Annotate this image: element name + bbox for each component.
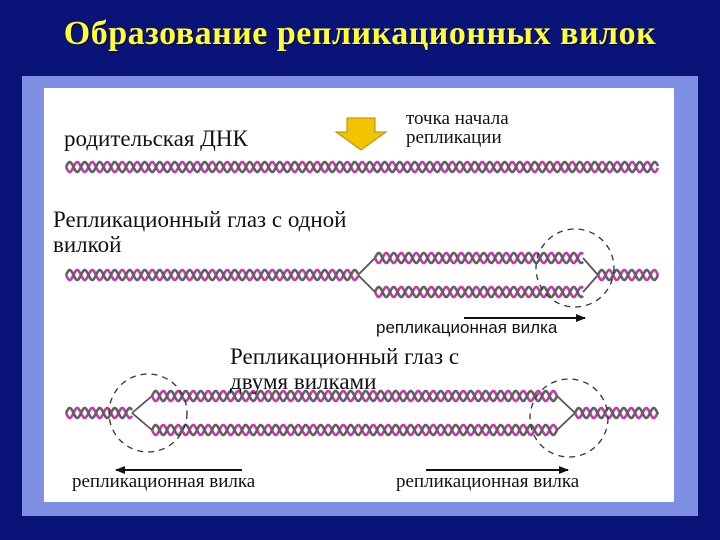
eye1-branch-bottom-left [357, 274, 376, 293]
eye2-branch-top-right [556, 395, 576, 414]
label-fork-left: репликационная вилка [72, 471, 256, 492]
parental-helix-strand-a [64, 160, 660, 174]
eye1-right-helix-strand-b [596, 268, 660, 282]
eye2-branch-top-left [131, 395, 153, 414]
label-fork-single: репликационная вилка [376, 318, 558, 337]
parental-helix-strand-b [64, 160, 660, 174]
eye2-bottom-helix-strand-b [150, 423, 559, 437]
eye1-left-helix-strand-a [64, 268, 360, 282]
label-eye-two-forks: Репликационный глаз с двумя вилками [230, 344, 460, 394]
eye2-right-helix-strand-b [573, 406, 660, 420]
fork-circle-2 [108, 373, 188, 453]
eye1-branch-bottom-right [582, 274, 599, 293]
fork-circle-3 [529, 378, 609, 458]
label-fork-right: репликационная вилка [396, 471, 580, 492]
fork-circle-1 [535, 228, 615, 308]
eye2-right-helix-strand-a [573, 406, 660, 420]
label-origin: точка начала репликации [406, 108, 509, 148]
eye2-branch-bottom-right [556, 412, 576, 431]
label-parental-dna: родительская ДНК [64, 126, 248, 151]
label-eye-one-fork: Репликационный глаз с одной вилкой [53, 207, 347, 257]
eye1-top-helix-strand-a [373, 251, 584, 265]
dna-helices [64, 160, 660, 437]
slide-title: Образование репликационных вилок [63, 15, 657, 52]
eye1-branch-top-left [357, 257, 376, 276]
eye1-top-helix-strand-b [373, 251, 584, 265]
eye1-bottom-helix-strand-a [373, 285, 584, 299]
eye1-branch-top-right [582, 257, 599, 276]
eye2-branch-bottom-left [131, 412, 153, 431]
eye2-top-helix-strand-b [150, 389, 559, 403]
down-arrow-icon [334, 117, 388, 151]
eye2-left-helix-strand-a [64, 406, 134, 420]
eye2-left-helix-strand-b [64, 406, 134, 420]
eye1-left-helix-strand-b [64, 268, 360, 282]
eye1-bottom-helix-strand-b [373, 285, 584, 299]
